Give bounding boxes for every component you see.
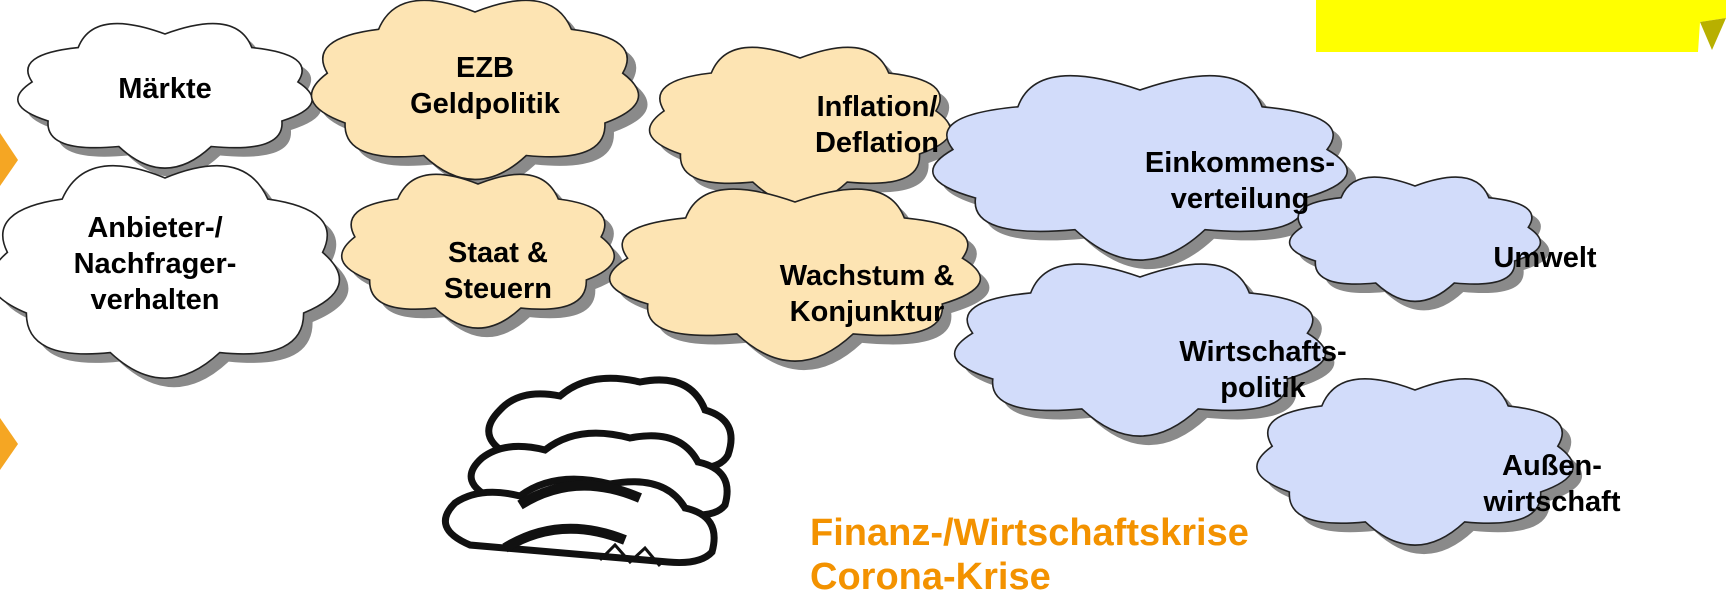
crisis-title: Finanz-/Wirtschaftskrise — [810, 512, 1249, 554]
cloud-wirtschaftspolitik — [953, 263, 1335, 446]
cloud-shape — [953, 263, 1327, 437]
cloud-shape — [1288, 176, 1542, 303]
storm-cloud-stroke — [517, 480, 642, 510]
label-line: Wachstum & — [779, 260, 955, 292]
cloud-inflation — [648, 46, 960, 214]
cloud-label-aussen: Außen- wirtschaft — [1484, 448, 1621, 520]
arrow-right-icon — [0, 133, 18, 186]
cloud-label-staat: Staat & Steuern — [444, 235, 552, 307]
cloud-label-anbieter: Anbieter-/ Nachfrager- verhalten — [74, 210, 237, 318]
label-line: Umwelt — [1493, 242, 1597, 274]
label-line: Staat & — [448, 237, 548, 269]
label-line: Geldpolitik — [410, 88, 560, 120]
label-line: Einkommens- — [1144, 147, 1336, 179]
cloud-label-einkommen: Einkommens- verteilung — [1145, 145, 1335, 217]
sticky-note-icon — [1316, 0, 1726, 52]
cloud-shape — [341, 173, 615, 329]
cloud-anbieter — [0, 165, 349, 388]
label-line: politik — [1220, 372, 1306, 404]
cloud-label-wachstum: Wachstum & Konjunktur — [780, 258, 955, 330]
cloud-shape — [0, 165, 341, 379]
cloud-shape — [310, 0, 640, 181]
lightning-icon — [598, 542, 662, 567]
cloud-shape — [608, 188, 982, 362]
cloud-label-umwelt: Umwelt — [1493, 240, 1596, 276]
cloud-label-wirtschaftspolitik: Wirtschafts- politik — [1179, 334, 1346, 406]
cloud-shape — [1256, 378, 1574, 546]
cloud-shape — [17, 22, 313, 169]
cloud-ezb — [310, 0, 648, 189]
label-line: verteilung — [1170, 183, 1310, 215]
cloud-label-ezb: EZB Geldpolitik — [410, 50, 560, 122]
label-line: Konjunktur — [789, 296, 945, 328]
label-line: Wirtschafts- — [1179, 336, 1347, 368]
storm-cloud-icon — [442, 374, 735, 567]
label-line: wirtschaft — [1483, 486, 1621, 518]
arrow-right-icon — [0, 418, 18, 470]
cloud-umwelt — [1288, 176, 1550, 311]
label-line: Außen- — [1502, 450, 1602, 482]
label-line: Steuern — [444, 273, 552, 305]
label-line: Inflation/ — [816, 91, 938, 123]
label-line: Deflation — [814, 127, 940, 159]
cloud-shape — [932, 74, 1348, 261]
label-line: Märkte — [118, 73, 212, 105]
cloud-staat — [341, 173, 624, 338]
cloud-wachstum — [608, 188, 990, 371]
storm-cloud-layer — [442, 475, 718, 566]
label-line: EZB — [456, 52, 514, 84]
label-line: verhalten — [90, 284, 220, 316]
label-line: Nachfrager- — [73, 248, 237, 280]
label-line: Anbieter-/ — [87, 212, 223, 244]
storm-cloud-stroke — [502, 523, 627, 553]
cloud-label-maerkte: Märkte — [118, 71, 212, 107]
cloud-maerkte — [17, 22, 322, 178]
diagram-canvas — [0, 0, 1726, 567]
crisis-subtitle: Corona-Krise — [810, 556, 1051, 598]
sticky-note-fold — [1700, 18, 1726, 50]
cloud-label-inflation: Inflation/ Deflation — [815, 89, 939, 161]
cloud-aussen — [1256, 378, 1583, 555]
cloud-einkommen — [932, 74, 1357, 270]
